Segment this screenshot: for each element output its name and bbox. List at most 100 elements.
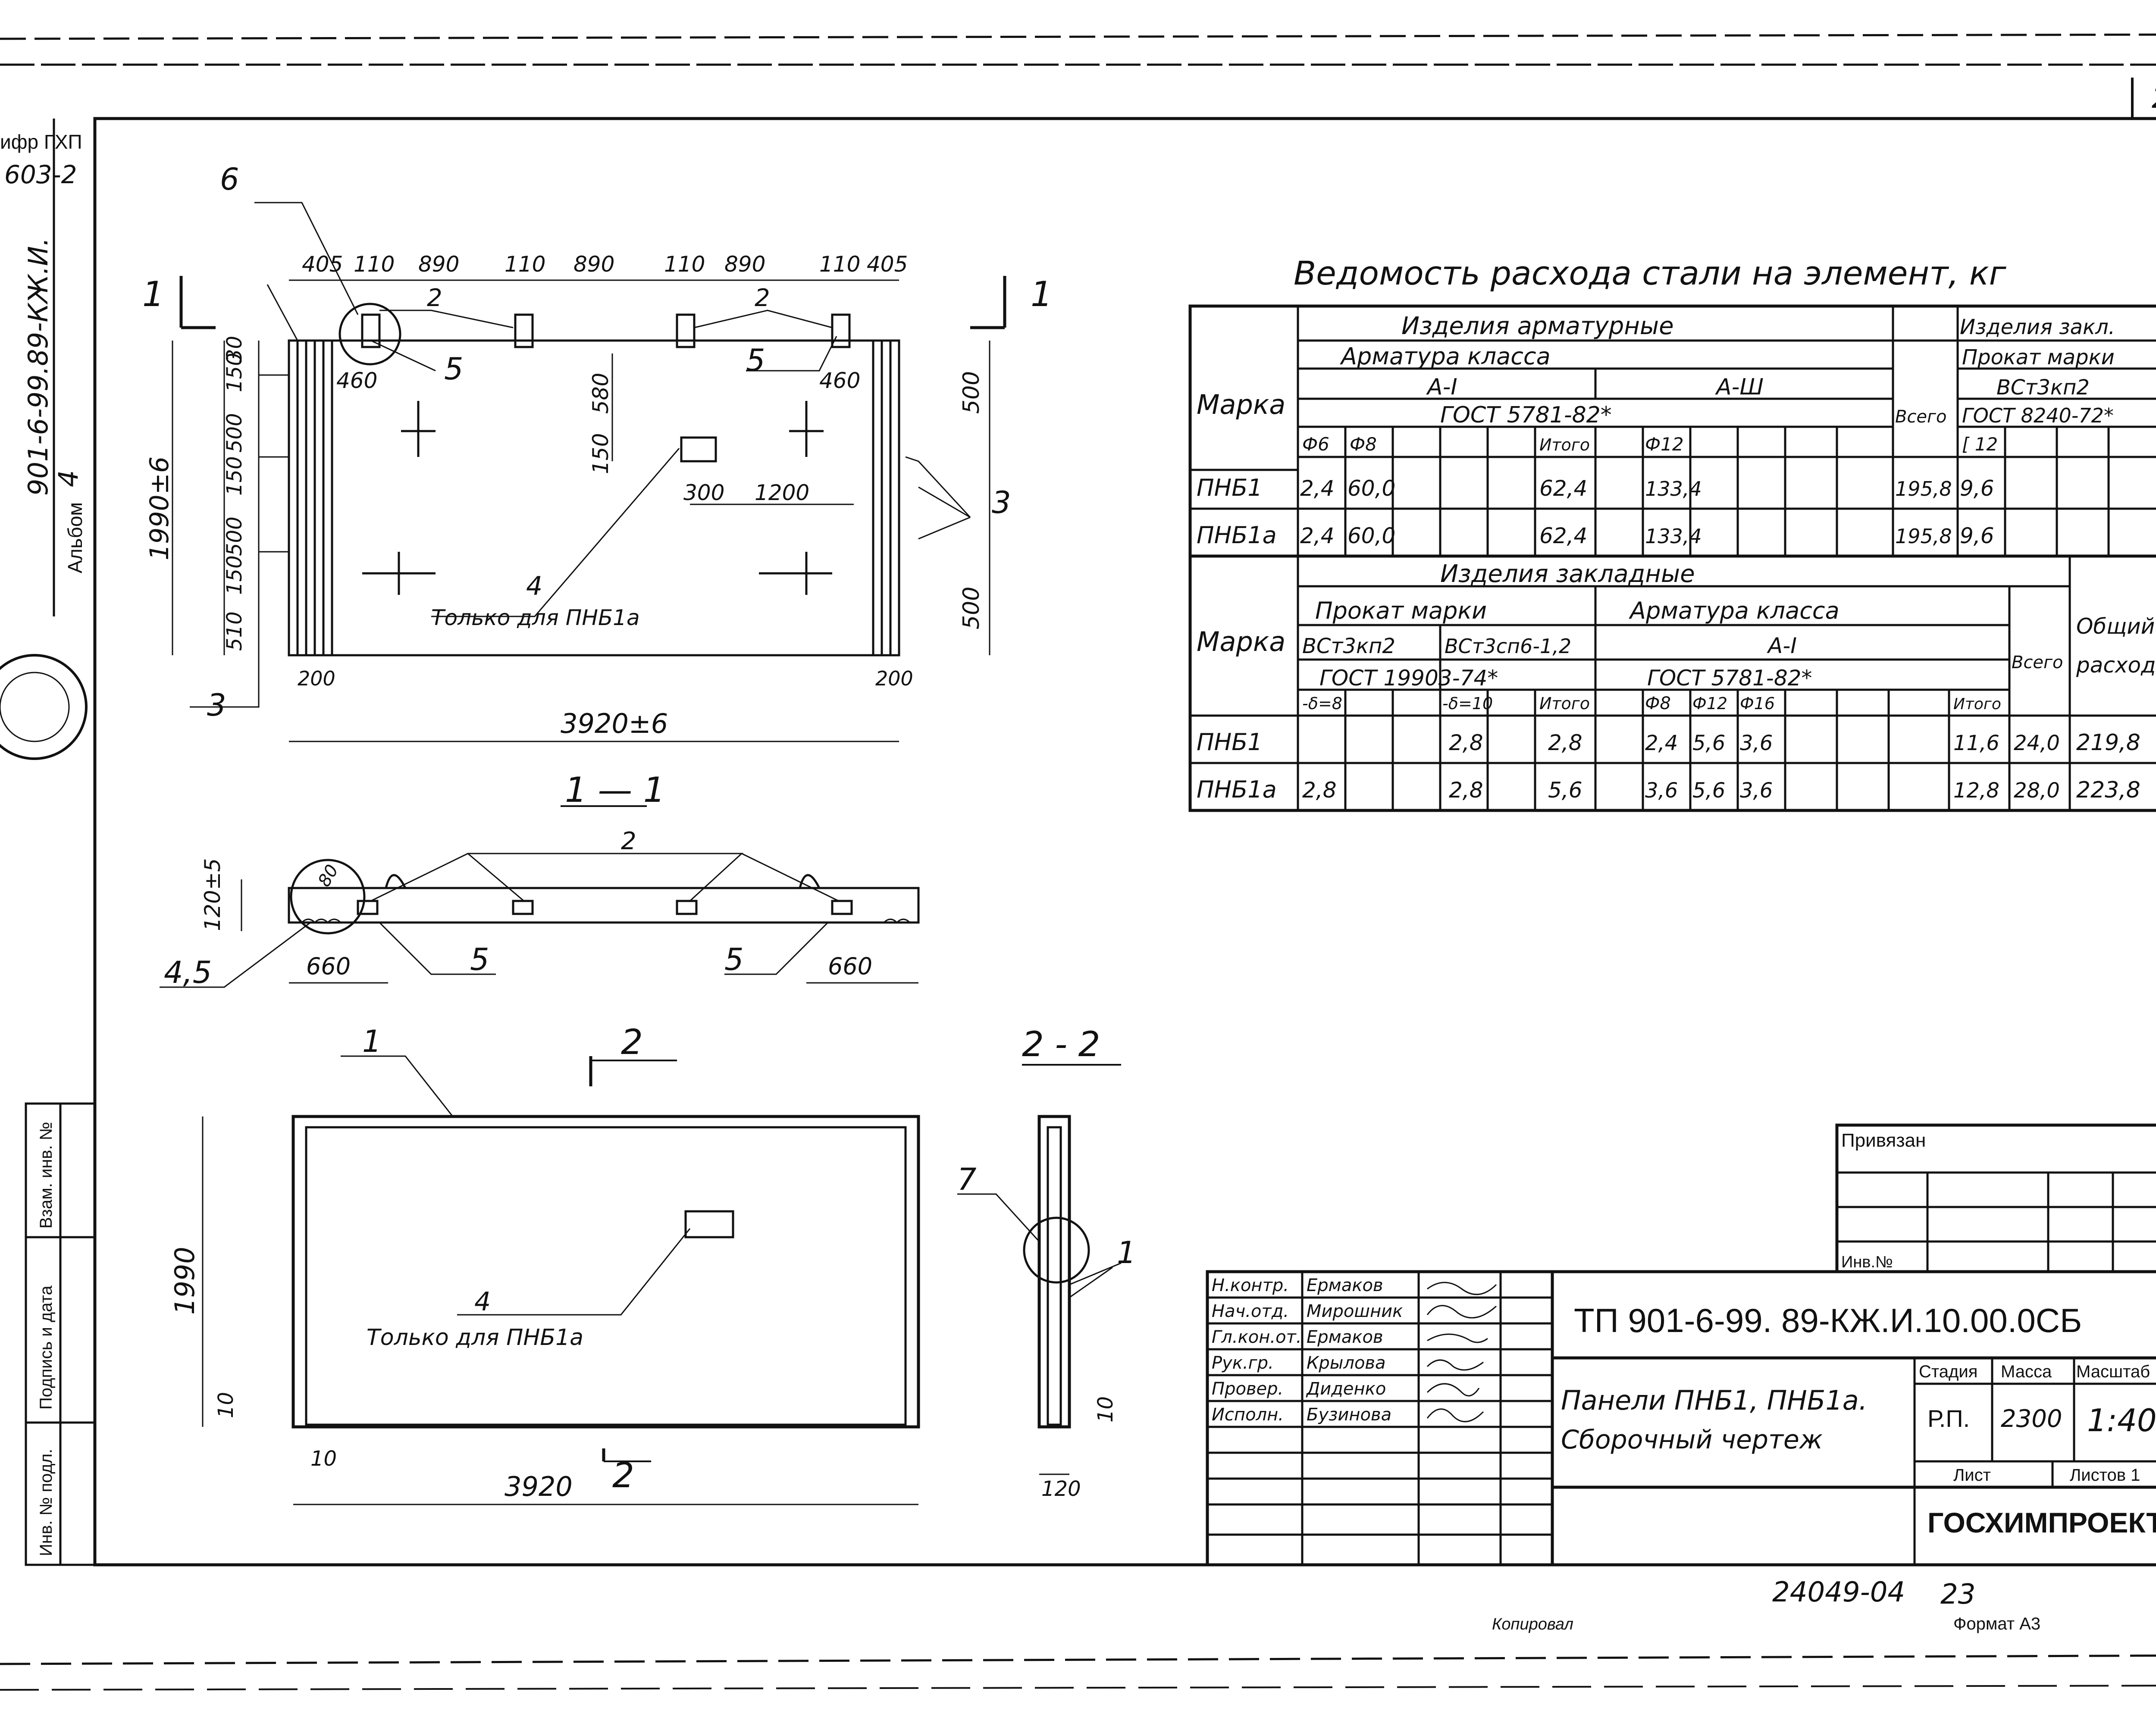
table-top-izd-arm: Изделия арматурные bbox=[1401, 312, 1674, 340]
name-1: Ермаков bbox=[1307, 1276, 1383, 1295]
table-bot-gost-arm: ГОСТ 5781-82* bbox=[1647, 666, 1812, 691]
front-dim-10-bottom: 10 bbox=[310, 1447, 337, 1471]
table-bot-col-itogo2: Итого bbox=[1953, 695, 2001, 713]
stadiya-value: Р.П. bbox=[1927, 1405, 1970, 1432]
footer-number: 24049-04 bbox=[1772, 1576, 1905, 1608]
section-1-1-callout-2: 2 bbox=[621, 827, 636, 855]
title-block-grid bbox=[1206, 1123, 2156, 1567]
section-2-2-title: 2 - 2 bbox=[1022, 1024, 1100, 1064]
table-bot-arm-klassa: Арматура класса bbox=[1629, 597, 1839, 624]
row2-f12: 133,4 bbox=[1645, 525, 1702, 548]
brow1-marka: ПНБ1 bbox=[1197, 729, 1263, 756]
callout-3-right: 3 bbox=[992, 485, 1011, 520]
name-5: Диденко bbox=[1306, 1379, 1386, 1399]
brow2-d8: 2,8 bbox=[1302, 778, 1337, 803]
front-note-only-pnb1a: Только для ПНБ1а bbox=[367, 1325, 583, 1351]
section-2-2 bbox=[957, 1064, 1122, 1475]
cipher-label: ифр ГХП bbox=[0, 131, 82, 153]
table-bot-vsego: Всего bbox=[2012, 653, 2063, 672]
plan-dim-right-500-bottom: 500 bbox=[959, 587, 984, 629]
table-top-gost-arm: ГОСТ 5781-82* bbox=[1440, 402, 1612, 428]
left-margin-stamp bbox=[0, 119, 96, 1566]
row1-itogo: 62,4 bbox=[1539, 476, 1587, 501]
table-top-col-f6: Ф6 bbox=[1302, 434, 1329, 455]
table-bot-col-d10: -δ=10 bbox=[1442, 694, 1493, 713]
table-bot-vst-sp: ВСт3сп6-1,2 bbox=[1445, 635, 1571, 658]
table-top-marka: Марка bbox=[1197, 389, 1285, 420]
stamp-vzam: Взам. инв. № bbox=[37, 1122, 56, 1229]
name-2: Мирошник bbox=[1307, 1301, 1403, 1321]
table-bot-vst-kp2: ВСт3кп2 bbox=[1302, 634, 1395, 658]
table-bot-prokat-marki: Прокат марки bbox=[1315, 597, 1487, 624]
row1-f6: 2,4 bbox=[1300, 476, 1335, 501]
callout-5-left: 5 bbox=[444, 351, 464, 387]
plan-dim-890-b: 890 bbox=[573, 252, 614, 277]
table-bot-rashod: расход bbox=[2076, 653, 2156, 678]
plan-dim-200-right: 200 bbox=[875, 667, 913, 690]
plan-dim-200-left: 200 bbox=[298, 667, 335, 690]
plan-dim-total-height: 1990±6 bbox=[144, 457, 175, 560]
steel-table-title: Ведомость расхода стали на элемент, кг bbox=[1294, 254, 2007, 292]
plan-dim-110-d: 110 bbox=[819, 252, 860, 277]
plan-dim-460-right: 460 bbox=[819, 368, 860, 393]
section-1-1-callout-5-left: 5 bbox=[470, 942, 489, 977]
row1-vsego: 195,8 bbox=[1895, 477, 1952, 500]
brow1-vsego: 24,0 bbox=[2014, 731, 2060, 755]
role-1: Н.контр. bbox=[1212, 1276, 1289, 1295]
row2-marka: ПНБ1а bbox=[1197, 522, 1277, 549]
table-bot-izd-zakl: Изделия закладные bbox=[1440, 560, 1695, 588]
front-view bbox=[202, 1055, 920, 1505]
role-6: Исполн. bbox=[1212, 1405, 1284, 1425]
album-number: 4 bbox=[53, 470, 84, 487]
table-top-gost-zakl: ГОСТ 8240-72* bbox=[1962, 404, 2114, 427]
section-1-1-title: 1 — 1 bbox=[565, 770, 665, 810]
list-label: Лист bbox=[1953, 1466, 1991, 1485]
callout-2-right: 2 bbox=[755, 284, 770, 312]
album-label: Альбом bbox=[64, 502, 86, 573]
sheet-frame bbox=[0, 33, 2156, 1691]
massa-label: Масса bbox=[2001, 1362, 2052, 1381]
plan-view bbox=[172, 202, 1006, 742]
table-top-col-f8: Ф8 bbox=[1350, 434, 1377, 455]
callout-5-right: 5 bbox=[746, 343, 765, 378]
table-bot-col-f12: Ф12 bbox=[1692, 694, 1727, 713]
plan-dim-510: 510 bbox=[222, 611, 247, 651]
section-1-1-dim-660-right: 660 bbox=[828, 953, 872, 980]
front-callout-4: 4 bbox=[474, 1287, 491, 1317]
plan-dim-110-b: 110 bbox=[505, 252, 545, 277]
page-number: 22 bbox=[2152, 83, 2156, 115]
section-1-1-callout-5-right: 5 bbox=[724, 942, 744, 977]
table-top-a1: А-I bbox=[1426, 374, 1457, 400]
table-bot-a1: А-I bbox=[1767, 633, 1797, 658]
section-1-1-callout-45: 4,5 bbox=[164, 955, 212, 990]
table-bot-col-d8: -δ=8 bbox=[1302, 694, 1342, 713]
brow2-d10: 2,8 bbox=[1449, 778, 1483, 803]
front-dim-10-left: 10 bbox=[214, 1392, 238, 1418]
plan-dim-500-b: 500 bbox=[222, 413, 247, 453]
section-2-2-callout-7: 7 bbox=[957, 1162, 977, 1197]
row2-itogo: 62,4 bbox=[1539, 523, 1587, 548]
row1-f8: 60,0 bbox=[1348, 476, 1395, 501]
plan-dim-405-a: 405 bbox=[302, 252, 343, 277]
plan-dim-1200: 1200 bbox=[755, 480, 809, 505]
front-dim-height: 1990 bbox=[169, 1247, 201, 1315]
organization: ГОСХИМПРОЕКТ bbox=[1927, 1507, 2156, 1539]
table-bot-col-f8: Ф8 bbox=[1645, 694, 1671, 713]
plan-dim-460-left: 460 bbox=[336, 368, 377, 393]
section-mark-1-left: 1 bbox=[142, 274, 164, 314]
plan-dim-890-c: 890 bbox=[724, 252, 765, 277]
row2-vsego: 195,8 bbox=[1895, 525, 1952, 548]
doc-name-line1: Панели ПНБ1, ПНБ1а. bbox=[1561, 1385, 1868, 1416]
section-1-1-dim-660-left: 660 bbox=[306, 953, 351, 980]
brow2-f12: 5,6 bbox=[1692, 779, 1725, 803]
name-4: Крылова bbox=[1307, 1353, 1386, 1373]
masshtab-label: Масштаб bbox=[2076, 1362, 2150, 1381]
plan-dim-150-c: 150 bbox=[222, 353, 247, 392]
front-section-mark-2-top: 2 bbox=[621, 1022, 643, 1062]
plan-dim-150-b: 150 bbox=[222, 456, 247, 496]
row2-c12: 9,6 bbox=[1960, 523, 1994, 548]
table-top-izd-zakl: Изделия закл. bbox=[1960, 315, 2115, 339]
name-6: Бузинова bbox=[1307, 1405, 1391, 1425]
section-mark-1-right: 1 bbox=[1031, 274, 1053, 314]
